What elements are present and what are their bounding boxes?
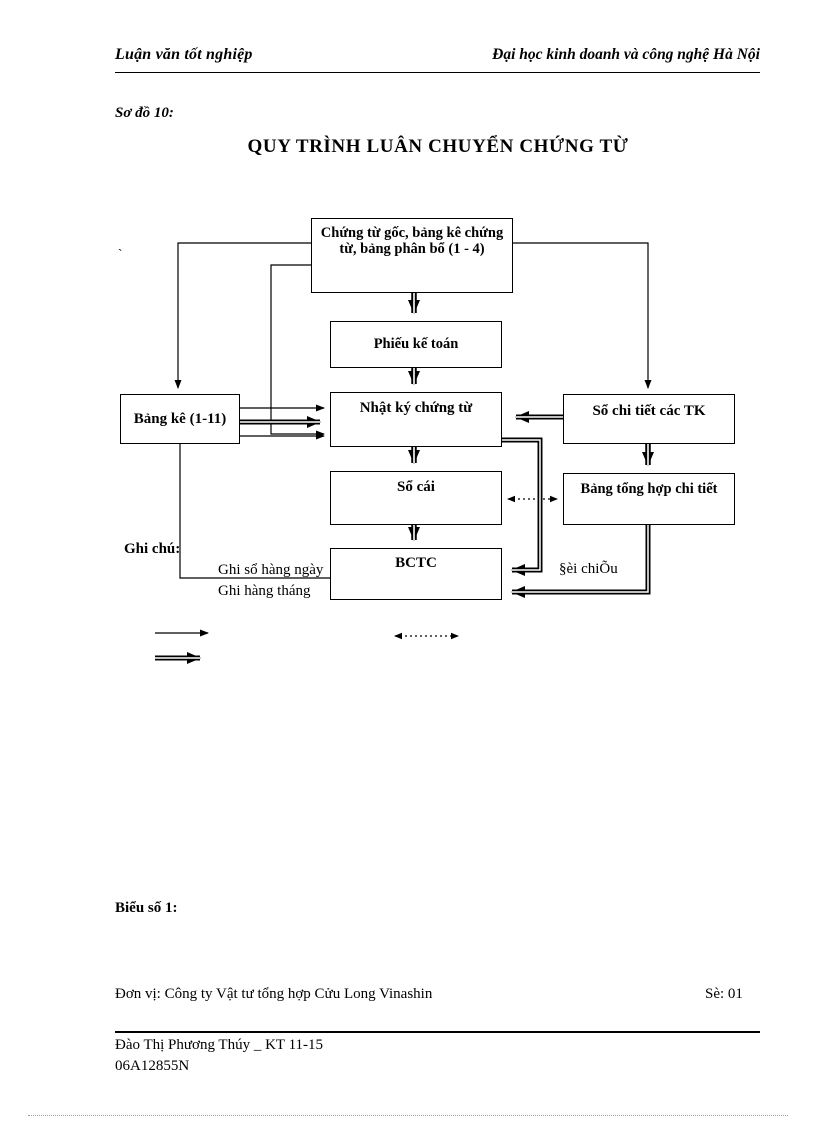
flowchart-connectors: bang tong hop (dotted, double headed) --… [155,242,654,664]
footer-student-id: 06A12855N [115,1058,190,1074]
node-bctc-label: BCTC [395,555,437,571]
node-so-cai: Sổ cái [330,471,502,525]
header-right-text: Đại học kinh doanh và công nghệ Hà Nội [492,46,760,63]
node-chung-tu-goc-label: Chứng từ gốc, bảng kê chứng từ, bảng phâ… [320,225,504,258]
header-left-text: Luận văn tốt nghiệp [115,46,253,63]
page-title: QUY TRÌNH LUÂN CHUYỂN CHỨNG TỪ [247,136,629,157]
page-header: Luận văn tốt nghiệp Đại học kinh doanh v… [115,46,760,76]
so-hieu-text: Sè: 01 [705,986,743,1002]
node-bctc: BCTC [330,548,502,600]
bieu-so-label: Biểu số 1: [115,900,178,916]
don-vi-text: Đơn vị: Công ty Vật tư tổng hợp Cửu Long… [115,986,433,1002]
node-so-chi-tiet-cac-tk: Sổ chi tiết các TK [563,394,735,444]
footer-author: Đào Thị Phương Thúy _ KT 11-15 [115,1037,324,1053]
node-bang-tong-hop-chi-tiet-label: Bảng tổng hợp chi tiết [580,481,718,497]
figure-label: Sơ đồ 10: [115,105,174,121]
stray-tick-mark: ` [118,246,123,261]
node-bang-ke: Bảng kê (1-11) [120,394,240,444]
node-phieu-ke-toan: Phiếu kế toán [330,321,502,368]
footer-rule [115,1031,760,1033]
legend-line-monthly: Ghi hàng tháng [218,583,311,599]
flowchart-diagram: bang tong hop (dotted, double headed) --… [118,218,735,664]
legend-doi-chieu: §èi chiÕu [559,561,618,577]
node-phieu-ke-toan-label: Phiếu kế toán [373,336,459,353]
node-bang-tong-hop-chi-tiet: Bảng tổng hợp chi tiết [563,473,735,525]
legend-heading: Ghi chú: [124,541,181,557]
node-nhat-ky-chung-tu: Nhật ký chứng từ [330,392,502,447]
node-bang-ke-label: Bảng kê (1-11) [133,410,227,427]
node-chung-tu-goc: Chứng từ gốc, bảng kê chứng từ, bảng phâ… [311,218,513,293]
legend-line-daily: Ghi sổ hàng ngày [218,562,324,578]
header-rule [115,72,760,73]
page-bottom-dotted-rule [28,1115,788,1116]
node-nhat-ky-chung-tu-label: Nhật ký chứng từ [359,400,473,416]
node-so-chi-tiet-cac-tk-label: Sổ chi tiết các TK [592,403,706,419]
node-so-cai-label: Sổ cái [397,479,435,495]
